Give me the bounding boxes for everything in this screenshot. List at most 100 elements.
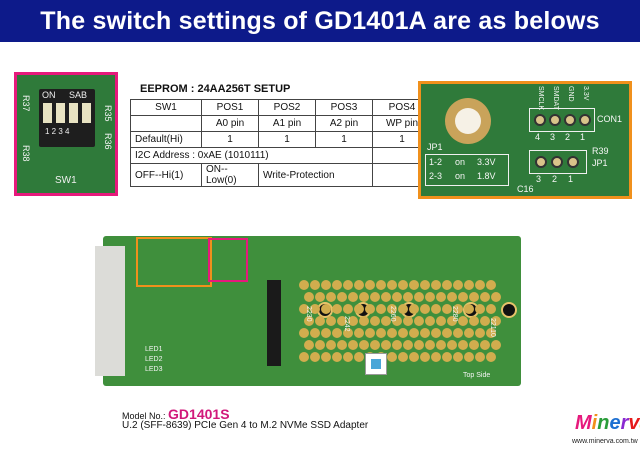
solder-pad [348, 340, 358, 350]
mounting-hole [445, 98, 491, 144]
header-cell: SW1 [130, 99, 202, 116]
solder-pad [491, 340, 501, 350]
solder-pad [486, 304, 496, 314]
r37-label: R37 [21, 95, 31, 112]
pin-cell: A0 pin [201, 115, 259, 132]
solder-pad [486, 328, 496, 338]
brand-url: www.minerva.com.tw [572, 438, 638, 445]
dip-positions-label: 1 2 3 4 [45, 127, 70, 136]
solder-pad [365, 304, 375, 314]
model-line: Model No.: GD1401S [122, 406, 230, 422]
dip-on-label: ON [42, 90, 56, 100]
legend-cell: ON--Low(0) [201, 163, 259, 187]
solder-pad [425, 292, 435, 302]
blank-cell [130, 115, 202, 132]
solder-pad [442, 352, 452, 362]
pin-label-gnd: GND [567, 86, 574, 102]
solder-pad [348, 292, 358, 302]
value-cell: 1 [315, 131, 373, 148]
solder-pad [442, 304, 452, 314]
solder-pad [354, 352, 364, 362]
sw1-label: SW1 [55, 175, 77, 186]
solder-pad [354, 280, 364, 290]
solder-pad [304, 316, 314, 326]
solder-pad [315, 316, 325, 326]
dip-slot-1 [43, 103, 52, 123]
adapter-board: 2230 2242 2260 2280 22110 Top Side LED1 … [95, 236, 521, 386]
solder-pad [480, 292, 490, 302]
pin-label-3v3: 3.3V [582, 86, 589, 101]
solder-pad [376, 328, 386, 338]
solder-pad [354, 304, 364, 314]
solder-pad [365, 328, 375, 338]
mount-hole-22110 [501, 302, 517, 318]
value-cell: 1 [201, 131, 259, 148]
solder-pad [304, 340, 314, 350]
dip-slot-3 [69, 103, 78, 123]
solder-pad [337, 292, 347, 302]
table-row: OFF--Hi(1) ON--Low(0) Write-Protection [130, 163, 432, 187]
solder-pad [326, 340, 336, 350]
title-banner: The switch settings of GD1401A are as be… [0, 0, 640, 42]
solder-pad [315, 292, 325, 302]
jp1-pin-3: 3 [536, 174, 542, 184]
header-cell: POS3 [315, 99, 373, 116]
solder-pad [447, 292, 457, 302]
solder-pad [409, 328, 419, 338]
legend-cell: Write-Protection [258, 163, 373, 187]
solder-pad [486, 280, 496, 290]
solder-pad [458, 316, 468, 326]
solder-pad [326, 316, 336, 326]
solder-pad [403, 316, 413, 326]
solder-pad [359, 340, 369, 350]
solder-pad [348, 316, 358, 326]
model-number: GD1401S [168, 406, 230, 422]
r36-label: R36 [103, 133, 113, 150]
pin-label-smdat: SMDAT [552, 86, 559, 110]
solder-pad [420, 352, 430, 362]
table-row: SW1 POS1 POS2 POS3 POS4 [130, 99, 432, 116]
size-label-2242: 2242 [343, 316, 350, 332]
solder-pad [480, 340, 490, 350]
r39-label: R39 [592, 146, 609, 156]
solder-pad [321, 280, 331, 290]
r35-label: R35 [103, 105, 113, 122]
jp1-setting-pins: 1-2 [429, 157, 443, 167]
solder-pad [387, 304, 397, 314]
solder-pad [365, 280, 375, 290]
solder-pad [469, 316, 479, 326]
solder-pad [398, 280, 408, 290]
solder-pad [414, 316, 424, 326]
header-cell: POS1 [201, 99, 259, 116]
dip-slot-4 [82, 103, 91, 123]
solder-pad [337, 316, 347, 326]
solder-pad [310, 328, 320, 338]
solder-pad [359, 316, 369, 326]
solder-pad [398, 304, 408, 314]
table-row: Default(Hi) 1 1 1 1 [130, 131, 432, 148]
solder-pad [332, 328, 342, 338]
size-label-2230: 2230 [305, 306, 312, 322]
solder-pad [387, 328, 397, 338]
solder-pad [332, 280, 342, 290]
product-description: U.2 (SFF-8639) PCIe Gen 4 to M.2 NVMe SS… [122, 420, 369, 431]
eeprom-title: EEPROM : 24AA256T SETUP [140, 83, 291, 95]
switch-highlight [208, 238, 248, 282]
jp1-setting-state: on [455, 171, 466, 181]
eeprom-table: SW1 POS1 POS2 POS3 POS4 A0 pin A1 pin A2… [130, 99, 432, 187]
solder-pad [458, 292, 468, 302]
solder-pad [359, 292, 369, 302]
jp1-setting-voltage: 3.3V [477, 157, 496, 167]
jp1-setting-voltage: 1.8V [477, 171, 496, 181]
con1-pin-4: 4 [535, 132, 541, 142]
solder-pad [425, 316, 435, 326]
solder-pad [403, 292, 413, 302]
u2-connector [95, 246, 125, 376]
m2-connector [267, 280, 281, 366]
top-side-label: Top Side [463, 372, 491, 379]
solder-pad [299, 328, 309, 338]
solder-pad [447, 316, 457, 326]
page-title: The switch settings of GD1401A are as be… [40, 6, 600, 35]
con1-pin-3: 3 [550, 132, 556, 142]
jp1-pin-2: 2 [552, 174, 558, 184]
